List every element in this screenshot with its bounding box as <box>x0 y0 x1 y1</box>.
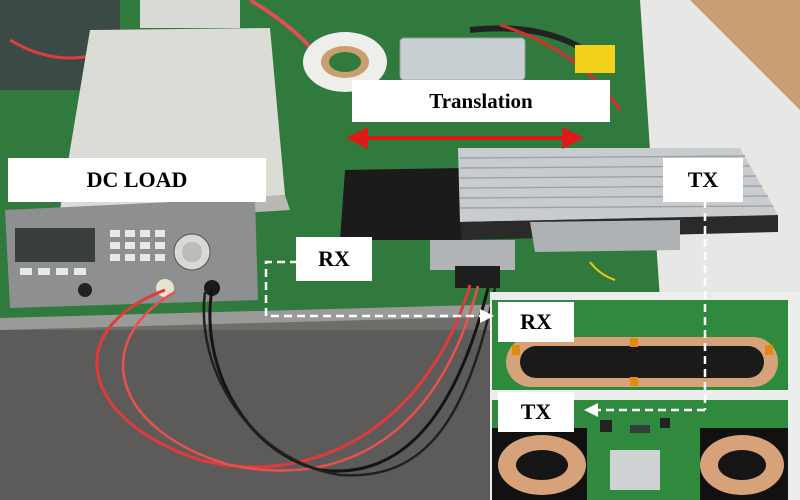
tx-label: TX <box>663 158 743 202</box>
dc-load-label: DC LOAD <box>8 158 266 202</box>
red-load-cable-2 <box>121 285 480 472</box>
dashed-arrowhead-rx <box>480 309 494 323</box>
dashed-arrowhead-tx <box>584 403 598 417</box>
black-load-cable-2 <box>202 287 497 477</box>
rx-coil-core <box>520 346 764 378</box>
translation-arrow <box>346 127 584 149</box>
tx-inset-label: TX <box>498 392 574 432</box>
metal-bracket <box>530 220 680 252</box>
yellow-connector <box>575 45 615 73</box>
tape-roll-hole <box>329 52 361 72</box>
tx-coil-left-core <box>516 450 568 480</box>
floor-shadow <box>0 330 500 500</box>
dc-load-display <box>15 228 95 262</box>
rx-bracket <box>430 240 515 270</box>
terminal-black-2 <box>204 280 220 296</box>
translation-label: Translation <box>352 80 610 122</box>
tx-pcb-components <box>600 418 670 490</box>
dc-load-keypad <box>20 230 165 275</box>
rx-label: RX <box>296 237 372 281</box>
dc-load-front <box>5 198 258 308</box>
clutter-box <box>140 0 240 28</box>
rx-plate <box>340 168 470 240</box>
red-cable <box>499 23 622 111</box>
dashed-guides <box>264 200 707 412</box>
wooden-shelf <box>690 0 800 110</box>
rx-inset-label: RX <box>498 302 574 342</box>
rx-coil-tape <box>512 338 773 386</box>
dc-load-knob-center <box>182 242 202 262</box>
terminal-black <box>78 283 92 297</box>
yellow-wire <box>589 261 616 281</box>
rx-connector <box>455 266 500 288</box>
clear-box <box>399 37 526 81</box>
tx-coil-right-core <box>718 450 766 480</box>
red-load-cable <box>95 284 472 469</box>
